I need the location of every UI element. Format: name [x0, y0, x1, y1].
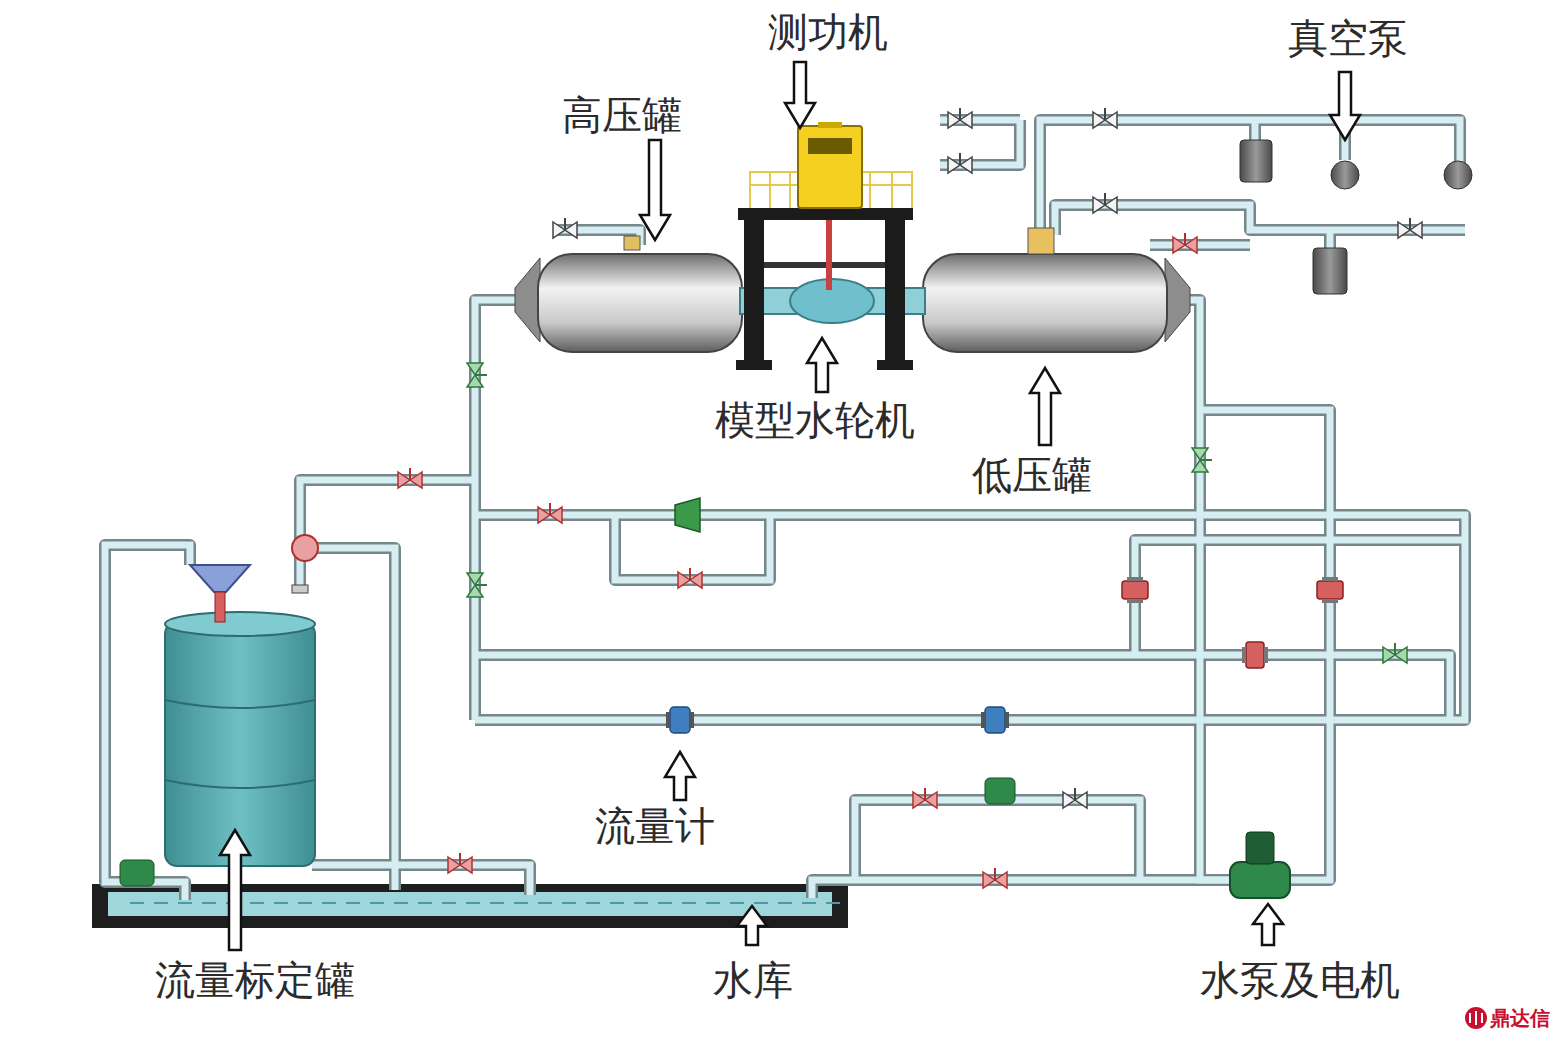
vacuum-pump: [1331, 161, 1359, 189]
valve: [448, 853, 472, 873]
pipe: [1190, 300, 1290, 880]
pipe: [475, 655, 1450, 720]
valve: [467, 573, 487, 597]
callout-arrow: [640, 140, 670, 240]
diverter-nozzle: [292, 585, 308, 593]
dynamometer-cap: [818, 122, 842, 128]
flowmeter: [1317, 577, 1343, 603]
valve: [467, 363, 487, 387]
water-pump: [1230, 862, 1290, 898]
flowmeter: [1122, 577, 1148, 603]
vacuum-vessel: [1240, 140, 1272, 182]
tank-cone: [515, 258, 540, 342]
valve: [948, 108, 972, 128]
callout-arrow: [665, 752, 695, 800]
part-name: 水库: [713, 958, 793, 1002]
valve: [553, 218, 577, 238]
pipe: [475, 515, 1465, 720]
callout-arrow: [1030, 368, 1060, 445]
valve: [1093, 108, 1117, 128]
funnel-valve: [215, 592, 225, 622]
frame-foot: [736, 360, 772, 370]
part-name: 高压罐: [562, 93, 682, 137]
vacuum-pump: [1444, 161, 1472, 189]
pipe: [312, 865, 530, 895]
vacuum-pipe: [940, 120, 1020, 165]
shaft: [826, 220, 832, 290]
part-name: 测功机: [768, 10, 888, 54]
callout-arrow: [737, 906, 767, 945]
dynamometer: [798, 126, 862, 208]
valve: [678, 568, 702, 588]
valve: [1383, 643, 1407, 663]
part-name: 真空泵: [1288, 16, 1408, 60]
flowmeter: [981, 707, 1009, 733]
solenoid-valve: [985, 778, 1015, 804]
valve: [1192, 448, 1212, 472]
funnel: [190, 565, 250, 592]
pipe: [300, 480, 475, 545]
frame-post: [744, 210, 764, 368]
frame-foot: [877, 360, 913, 370]
watermark-icon-mark: [1470, 1011, 1482, 1025]
part-name: 水泵及电机: [1200, 958, 1400, 1002]
watermark-icon: [1465, 1007, 1487, 1029]
frame-beam: [764, 262, 885, 268]
valve: [1398, 218, 1422, 238]
valve: [913, 788, 937, 808]
dynamometer-display: [808, 138, 852, 154]
valve: [538, 503, 562, 523]
flowmeter: [666, 707, 694, 733]
valve: [983, 868, 1007, 888]
part-name: 流量标定罐: [155, 958, 355, 1002]
calibration-tank-top: [165, 612, 315, 636]
diverter: [292, 535, 318, 561]
pipe-network: [105, 120, 1465, 900]
callout-arrows: [220, 62, 1360, 950]
valve: [1173, 233, 1197, 253]
tank-port: [1028, 228, 1054, 254]
part-name: 模型水轮机: [715, 398, 915, 442]
callout-arrow: [785, 62, 815, 128]
vacuum-vessel: [1313, 248, 1347, 294]
calibration-tank: [165, 622, 315, 866]
pipe: [855, 800, 1140, 880]
tank-port: [624, 236, 640, 250]
part-name: 流量计: [595, 804, 715, 848]
tank-ring: [165, 700, 315, 788]
reservoir-basin: [92, 884, 848, 928]
frame-plate: [738, 208, 913, 220]
high-pressure-tank: [538, 254, 742, 352]
pipe: [312, 548, 395, 890]
low-pressure-tank: [923, 254, 1167, 352]
valve: [1063, 788, 1087, 808]
valve: [948, 153, 972, 173]
nozzle-meter: [675, 498, 700, 532]
watermark: 鼎达信: [1490, 1007, 1550, 1029]
part-name: 低压罐: [972, 453, 1092, 497]
callout-arrow: [807, 338, 837, 392]
pipe: [1200, 410, 1330, 880]
valve: [1093, 193, 1117, 213]
tank-cone: [1165, 258, 1190, 342]
pump-motor: [1246, 832, 1274, 864]
valve: [398, 468, 422, 488]
pipe: [1135, 540, 1465, 655]
callout-arrow: [1253, 904, 1283, 945]
frame-post: [885, 210, 905, 368]
pipe-inner: [105, 120, 1465, 900]
flowmeter: [1242, 642, 1268, 668]
solenoid-valve: [120, 860, 154, 886]
callout-arrow: [220, 830, 250, 950]
callout-arrow: [1330, 72, 1360, 140]
